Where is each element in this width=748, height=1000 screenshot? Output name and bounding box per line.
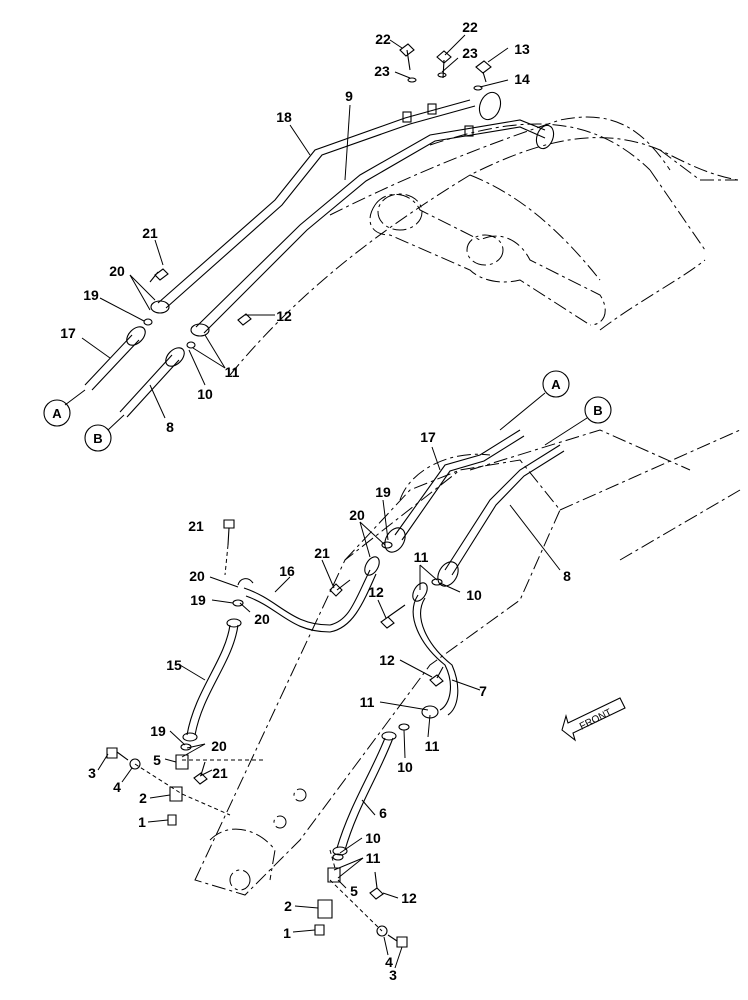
callout-16: 16 (279, 563, 295, 579)
callout-11: 11 (360, 694, 375, 710)
top-boom-outline (229, 116, 739, 376)
callout-10: 10 (365, 830, 381, 846)
top-pipe-flanges (150, 91, 555, 337)
bottom-callout-labels: 17 19 20 21 21 11 16 20 19 20 12 10 8 12… (88, 429, 571, 983)
callout-1: 1 (138, 814, 146, 830)
connector-b-top: B (84, 424, 112, 452)
callout-2: 2 (284, 898, 292, 914)
bottom-boom-outline (194, 429, 741, 896)
callout-14: 14 (514, 71, 530, 87)
top-pipe-8 (119, 347, 185, 418)
callout-9: 9 (345, 88, 353, 104)
callout-12: 12 (401, 890, 417, 906)
callout-22: 22 (462, 19, 478, 35)
callout-19: 19 (375, 484, 391, 500)
callout-2: 2 (139, 790, 147, 806)
callout-21: 21 (212, 765, 228, 781)
callout-12: 12 (276, 308, 292, 324)
callout-20: 20 (109, 263, 125, 279)
callout-11: 11 (414, 549, 429, 565)
callout-11: 11 (366, 850, 381, 866)
bottom-leaders (97, 446, 561, 969)
callout-7: 7 (479, 683, 487, 699)
callout-19: 19 (83, 287, 99, 303)
svg-text:A: A (52, 406, 62, 421)
callout-5: 5 (350, 883, 358, 899)
callout-21: 21 (142, 225, 158, 241)
top-callout-labels: 22 22 13 23 23 14 9 18 21 20 19 17 12 11… (60, 19, 530, 435)
callout-13: 13 (514, 41, 530, 57)
connector-a-bottom: A (542, 370, 570, 398)
top-boom-cylinder (369, 193, 606, 326)
bottom-pipe-7 (412, 582, 459, 719)
callout-4: 4 (385, 954, 393, 970)
callout-19: 19 (190, 592, 206, 608)
callout-10: 10 (197, 386, 213, 402)
connector-b-bottom: B (584, 396, 612, 424)
callout-8: 8 (563, 568, 571, 584)
top-leaders (64, 34, 509, 431)
callout-11: 11 (425, 738, 440, 754)
svg-text:A: A (551, 377, 561, 392)
front-direction-arrow: FRONT (561, 697, 626, 742)
svg-text:B: B (593, 403, 602, 418)
callout-4: 4 (113, 779, 121, 795)
callout-23: 23 (462, 45, 478, 61)
callout-17: 17 (60, 325, 76, 341)
bottom-pipe-6 (332, 731, 397, 856)
callout-11: 11 (225, 364, 240, 380)
bottom-connector-leaders (499, 392, 588, 446)
callout-22: 22 (375, 31, 391, 47)
callout-12: 12 (379, 652, 395, 668)
svg-text:B: B (93, 431, 102, 446)
callout-21: 21 (188, 518, 204, 534)
callout-3: 3 (88, 765, 96, 781)
callout-15: 15 (166, 657, 182, 673)
callout-1: 1 (283, 925, 291, 941)
bottom-pipe-17 (384, 429, 525, 553)
callout-23: 23 (374, 63, 390, 79)
callout-5: 5 (153, 752, 161, 768)
callout-19: 19 (150, 723, 166, 739)
callout-6: 6 (379, 805, 387, 821)
callout-20: 20 (211, 738, 227, 754)
top-pipe-9 (195, 119, 546, 334)
callout-21: 21 (314, 545, 330, 561)
callout-17: 17 (420, 429, 436, 445)
callout-3: 3 (389, 967, 397, 983)
callout-20: 20 (349, 507, 365, 523)
connector-a-top: A (43, 399, 71, 427)
callout-18: 18 (276, 109, 292, 125)
top-pipe-18 (157, 99, 476, 309)
top-pipe-17 (84, 326, 146, 391)
svg-text:FRONT: FRONT (578, 707, 614, 732)
bottom-pipe-15 (182, 618, 242, 742)
callout-12: 12 (368, 584, 384, 600)
callout-8: 8 (166, 419, 174, 435)
top-hardware (143, 43, 492, 349)
callout-10: 10 (397, 759, 413, 775)
bottom-pipe-8 (437, 444, 565, 587)
callout-20: 20 (189, 568, 205, 584)
bottom-pipe-16 (237, 556, 380, 633)
callout-20: 20 (254, 611, 270, 627)
bottom-hardware (106, 519, 444, 948)
callout-10: 10 (466, 587, 482, 603)
